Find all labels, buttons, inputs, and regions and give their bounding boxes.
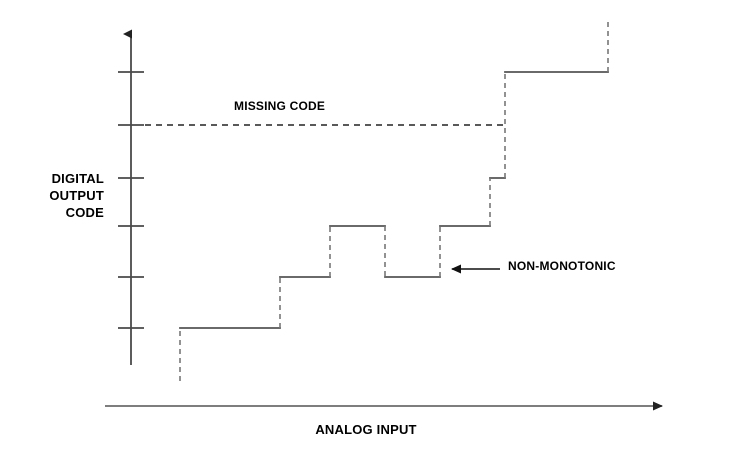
y-axis-title: DIGITAL OUTPUT CODE	[12, 170, 104, 221]
y-axis-group	[118, 29, 144, 365]
y-axis-title-line-1: DIGITAL	[51, 171, 104, 186]
non-monotonic-label: NON-MONOTONIC	[508, 259, 616, 273]
y-axis-title-line-2: OUTPUT	[49, 188, 104, 203]
y-axis-ticks	[118, 71, 144, 329]
x-axis-title: ANALOG INPUT	[315, 422, 417, 437]
missing-code-label: MISSING CODE	[234, 99, 326, 113]
y-axis-title-line-3: CODE	[65, 205, 104, 220]
staircase-treads	[179, 71, 609, 329]
staircase-risers	[179, 20, 609, 381]
